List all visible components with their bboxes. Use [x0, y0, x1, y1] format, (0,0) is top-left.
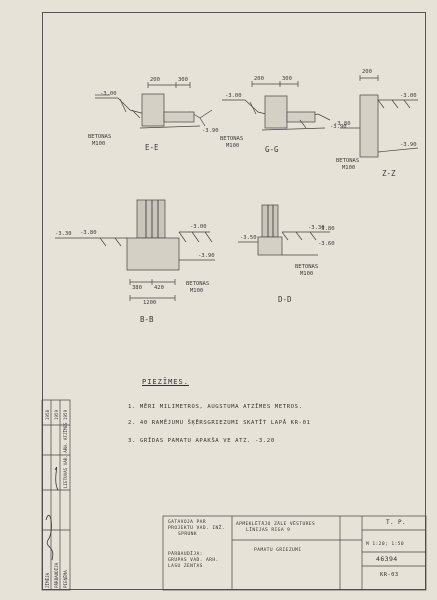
sheet-code: KR-03: [380, 572, 399, 578]
section-e-dim-2: 300: [178, 77, 188, 83]
section-b-dim-2: 420: [154, 285, 164, 291]
section-z-material-2: M100: [342, 165, 355, 171]
title-block-left-5: GRUPAS VAD. ARH.: [168, 558, 219, 563]
section-d-material-2: M100: [300, 271, 313, 277]
section-g-level-1: -3.00: [225, 93, 242, 99]
section-z-level-1: -3.00: [400, 93, 417, 99]
side-stamp-row-2: 1959: [54, 409, 59, 420]
section-d-level-3: -3.60: [318, 241, 335, 247]
section-g-material-1: BETONAS: [220, 136, 243, 142]
section-g-level-2: -3.90: [330, 124, 347, 130]
drawing-frame: [42, 12, 426, 590]
title-block-lines: [162, 515, 427, 591]
notes-heading: PIEZĪMES.: [142, 378, 189, 386]
title-block-left-1: GATAVOJA PAR: [168, 520, 206, 525]
section-z-material-1: BETONAS: [336, 158, 359, 164]
section-b-level-2: -3.30: [55, 231, 72, 237]
section-d-d-drawing: [238, 204, 330, 256]
section-e-dim-1: 200: [150, 77, 160, 83]
title-block-left-4: PĀRBAUDĪJA:: [168, 552, 203, 557]
section-b-level-4: -3.90: [198, 253, 215, 259]
side-stamp-row-6: PĀRBAUDĪJA: [54, 562, 59, 588]
section-b-label: B-B: [140, 315, 154, 324]
section-z-level-2: -3.80: [334, 121, 351, 127]
drawing-number: 46394: [376, 555, 398, 563]
section-g-label: G-G: [265, 145, 279, 154]
note-line-1: 1. MĒRI MILIMETROS, AUGSTUMA ATZĪMES MET…: [128, 404, 303, 410]
section-d-material-1: BETONAS: [295, 264, 318, 270]
side-stamp-row-5: ZĪMĒJA: [45, 572, 50, 588]
section-z-dim-1: 200: [362, 69, 372, 75]
section-e-level-1: -3.00: [100, 91, 117, 97]
signature-drawing: [45, 467, 59, 561]
section-d-level-1: -3.30: [308, 225, 325, 231]
section-b-dim-1: 380: [132, 285, 142, 291]
title-block-left-2: PROJEKTU VAD. INŽ.: [168, 526, 225, 531]
side-stamp-row-3: 1959: [63, 409, 68, 420]
stage-code: T. P.: [386, 519, 407, 526]
section-e-level-2: -3.90: [202, 128, 219, 134]
section-z-level-3: -3.90: [400, 142, 417, 148]
section-z-z-drawing: [340, 75, 419, 158]
section-e-label: E-E: [145, 143, 159, 152]
note-line-2: 2. 40 RAMĒJUMU ŠĶĒRSGRIEZUMI SKATĪT LAPĀ…: [128, 420, 311, 426]
note-line-3: 3. GRĪDAS PAMATU APAKŠA VE ATZ. -3.20: [128, 438, 275, 444]
section-d-level-2: -3.50: [240, 235, 257, 241]
section-g-dim-2: 300: [282, 76, 292, 82]
section-e-e-drawing: [95, 82, 213, 129]
section-g-dim-1: 200: [254, 76, 264, 82]
section-b-dim-3: 1200: [143, 300, 156, 306]
section-b-level-3: -3.80: [80, 230, 97, 236]
side-stamp-lines: [41, 399, 71, 591]
object-line-1: APMEKLĒTĀJU ZĀLE VĒSTURES: [236, 522, 316, 527]
section-d-label: D-D: [278, 295, 292, 304]
section-e-material-2: M100: [92, 141, 105, 147]
section-b-level-1: -3.00: [190, 224, 207, 230]
section-d-level-4: -3.80: [318, 226, 335, 232]
side-stamp-row-7: PIEŅĒMA: [63, 570, 68, 588]
scale-text: M 1:20; 1:50: [366, 542, 404, 547]
side-stamp-row-4: LIETUVAS VAR. ARH. ATZĪMES: [63, 422, 68, 488]
section-b-b-drawing: [55, 199, 215, 301]
title-block-left-6: LASU ZENTAS: [168, 564, 203, 569]
title-block-left-3: SPRUNK: [178, 532, 197, 537]
object-line-2: LĪNIJAS RIGA 9: [246, 528, 291, 533]
drawing-title: PAMATU GRIEZUMI: [254, 548, 302, 553]
section-b-material-2: M100: [190, 288, 203, 294]
section-g-g-drawing: [222, 81, 331, 131]
section-b-material-1: BETONAS: [186, 281, 209, 287]
section-e-material-1: BETONAS: [88, 134, 111, 140]
side-stamp-row-1: 1958: [45, 409, 50, 420]
section-g-material-2: M100: [226, 143, 239, 149]
section-z-label: Z-Z: [382, 169, 396, 178]
